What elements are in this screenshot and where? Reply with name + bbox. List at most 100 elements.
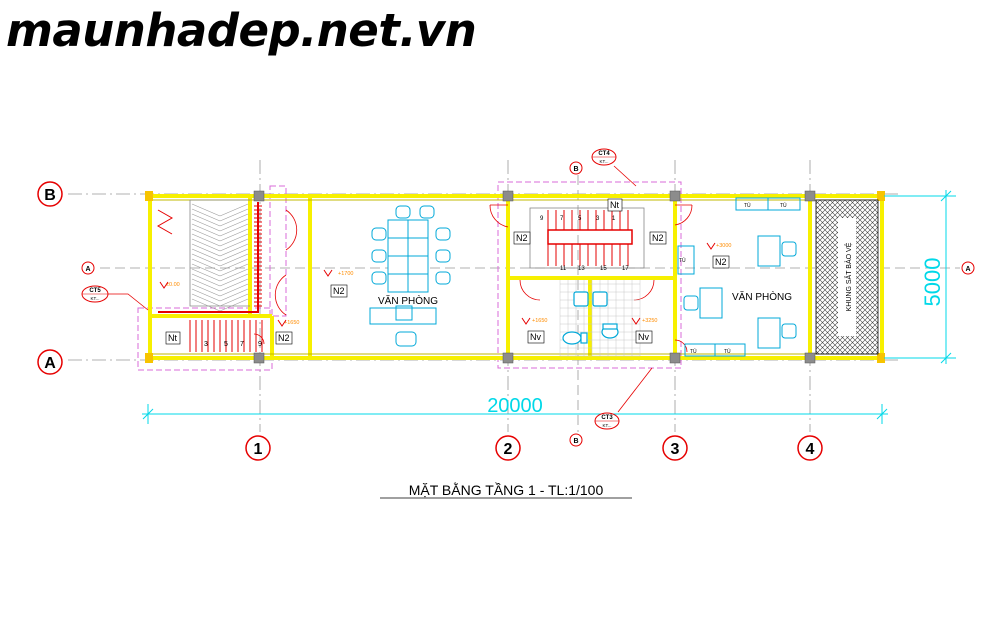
stair-tread <box>219 248 249 262</box>
stair-number: 17 <box>622 266 629 272</box>
finish-tag: Nt <box>168 333 177 343</box>
structural-columns <box>253 190 816 364</box>
stair-number: 3 <box>204 341 208 348</box>
stair-number: 3 <box>596 216 600 222</box>
axis-label: 4 <box>806 441 815 458</box>
finish-tag: N2 <box>278 333 290 343</box>
stair-tread <box>191 273 221 287</box>
conference-table <box>387 219 429 293</box>
stair-tread <box>219 268 249 282</box>
axis-label: 1 <box>254 441 263 458</box>
callout-label: CT4 <box>598 151 610 157</box>
stair-tread <box>191 248 221 262</box>
stair-number: 7 <box>240 341 244 348</box>
stair-tread <box>219 293 249 307</box>
stair-tread <box>191 203 221 217</box>
stair-tread <box>219 238 249 252</box>
finish-tag: Nv <box>638 332 649 342</box>
wall-inner-lines <box>150 199 882 355</box>
callout-sub: KT... <box>602 423 611 428</box>
stair-flight-center <box>529 207 645 269</box>
section-mark-a-right: A <box>961 261 975 275</box>
cabinet-label: TỦ <box>744 202 751 209</box>
stair-tread <box>191 258 221 272</box>
site-watermark: maunhadep.net.vn <box>6 4 477 57</box>
level-value: +1650 <box>284 320 299 326</box>
stair-number: 13 <box>578 266 585 272</box>
stair-tread <box>191 218 221 232</box>
stair-tread <box>191 278 221 292</box>
stair-number: 15 <box>600 266 607 272</box>
cabinet-label: TỦ <box>690 348 697 355</box>
level-marker-symbols <box>159 242 716 327</box>
stair-tread <box>191 293 221 307</box>
stair-number: 5 <box>578 216 582 222</box>
stair-landing-center <box>547 229 633 245</box>
door-swings <box>253 204 693 353</box>
stair-tread <box>191 288 221 302</box>
axis-bubble-col-1: 1 <box>245 435 271 461</box>
dimension-length <box>142 404 888 424</box>
stair-number: 9 <box>258 341 262 348</box>
dimension-width <box>884 190 956 364</box>
corner-posts <box>145 191 885 363</box>
finish-tag: Nt <box>610 200 619 210</box>
chair <box>435 271 451 285</box>
security-frame-label-bg <box>838 218 856 336</box>
level-value: +3250 <box>642 318 657 324</box>
stair-tread <box>219 218 249 232</box>
stair-flight-lower <box>189 320 263 352</box>
finish-tag: Nv <box>530 332 541 342</box>
axis-label: B <box>44 187 56 204</box>
section-label: B <box>573 438 578 445</box>
chair <box>435 227 451 241</box>
axis-bubble-row-b: B <box>37 181 63 207</box>
stair-tread <box>219 228 249 242</box>
level-value: ±0.00 <box>166 282 180 288</box>
callout-sub: KT... <box>90 296 99 301</box>
wc-fixtures <box>562 291 619 345</box>
stair-number: 7 <box>560 216 564 222</box>
stair-tread <box>219 258 249 272</box>
security-frame-label: KHUNG SẮT BẢO VỆ <box>844 242 853 311</box>
section-mark-b-bottom: B <box>569 433 583 447</box>
finish-tag: N2 <box>516 233 528 243</box>
section-label: A <box>85 266 90 273</box>
callout-label: CT5 <box>89 288 101 294</box>
stair-tread <box>191 213 221 227</box>
drawing-title: MẶT BẰNG TẦNG 1 - TL:1/100 <box>409 481 604 498</box>
stair-treads-left <box>191 203 249 312</box>
stair-tread <box>219 283 249 297</box>
stair-tread <box>219 213 249 227</box>
stair-flight-left <box>189 199 250 307</box>
stair-tread <box>219 253 249 267</box>
stair-tread <box>219 263 249 277</box>
stair-number: 11 <box>560 266 567 272</box>
stair-tread <box>219 298 249 312</box>
axis-label: 3 <box>671 441 680 458</box>
stair-tread <box>191 268 221 282</box>
section-label: A <box>965 266 970 273</box>
stair-tread <box>191 228 221 242</box>
stair-number: 9 <box>540 216 544 222</box>
stair-tread <box>191 263 221 277</box>
room-office-2: VĂN PHÒNG <box>732 290 792 303</box>
stair-arrow-left <box>156 209 174 235</box>
stair-tread <box>219 223 249 237</box>
office-desk-left <box>369 305 437 347</box>
stair-tread <box>191 298 221 312</box>
stair-rail-ticks <box>254 205 262 307</box>
section-label: B <box>573 166 578 173</box>
callout-sub: KT... <box>599 159 608 164</box>
callout-ct3: CT3 KT... <box>594 367 653 430</box>
stair-tread <box>219 208 249 222</box>
stair-tread <box>191 253 221 267</box>
walls <box>148 194 884 360</box>
dimension-width-value: 5000 <box>920 258 945 307</box>
stair-number: 1 <box>612 216 616 222</box>
stair-treads-center <box>547 210 629 266</box>
dimension-length-value: 20000 <box>487 395 543 417</box>
axis-bubble-col-2: 2 <box>495 435 521 461</box>
stair-tread <box>219 203 249 217</box>
stair-tread <box>219 288 249 302</box>
